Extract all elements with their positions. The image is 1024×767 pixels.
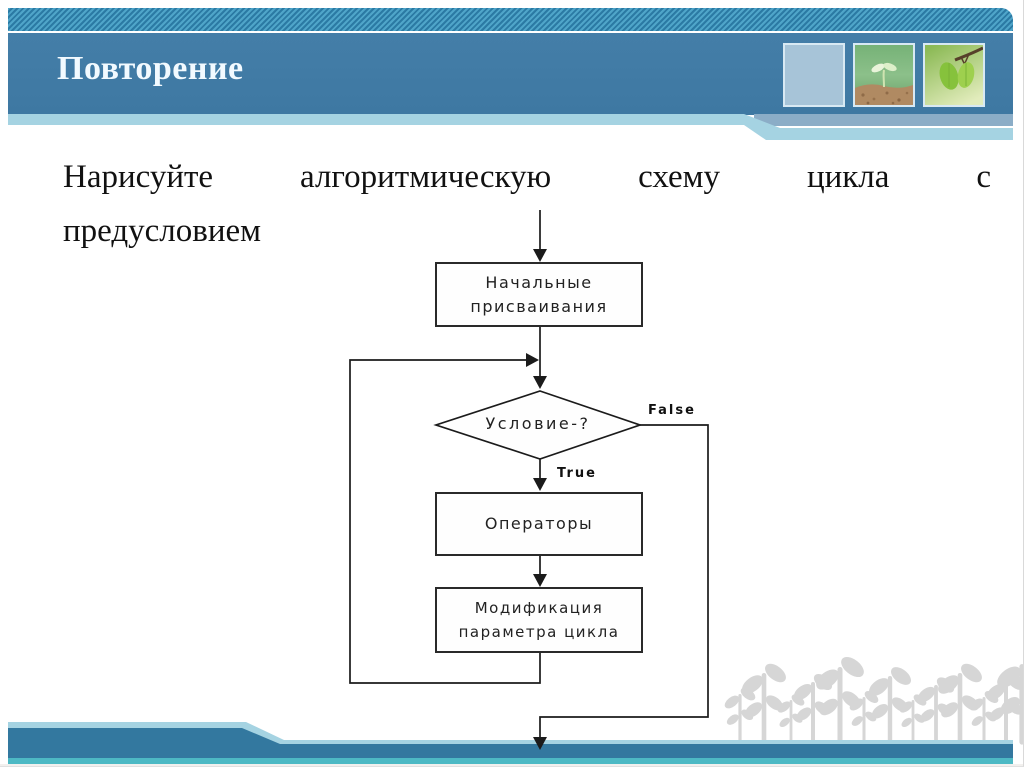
header-medium-stripe	[754, 114, 1013, 126]
flownode-initial-assignments-line2: присваивания	[470, 296, 608, 316]
task-text: Нарисуйте алгоритмическую схему цикла с …	[63, 150, 991, 258]
plants-decoration	[721, 650, 1023, 742]
footer-teal-stripe	[8, 758, 1013, 764]
header-title-band	[8, 33, 1013, 115]
flownode-operators: Операторы	[435, 492, 643, 556]
flownode-modify-parameter: Модификация параметра цикла	[435, 587, 643, 653]
flownode-condition-label: Условие-?	[485, 414, 591, 433]
flownode-modify-line1: Модификация	[474, 599, 604, 617]
leaves-photo-thumbnail	[923, 43, 985, 107]
footer-light-stripe	[8, 722, 1013, 764]
flownode-modify-line2: параметра цикла	[458, 623, 620, 641]
header-light-stripe	[8, 114, 1013, 140]
slide-title: Повторение	[57, 50, 244, 87]
plain-square-thumbnail	[783, 43, 845, 107]
branch-label-false: False	[648, 403, 696, 418]
flownode-initial-assignments-line1: Начальные	[485, 272, 593, 292]
branch-label-true: True	[557, 466, 597, 481]
task-text-line2: предусловием	[63, 213, 262, 249]
footer-blue-band	[8, 728, 1013, 758]
flownode-initial-assignments: Начальные присваивания	[435, 262, 643, 327]
leaves-image	[925, 45, 983, 105]
task-text-line1: Нарисуйте алгоритмическую схему цикла с	[63, 159, 991, 195]
seedling-photo-thumbnail	[853, 43, 915, 107]
seedling-image	[855, 45, 913, 105]
header-hatch-band	[8, 8, 1013, 33]
flownode-operators-label: Операторы	[484, 514, 594, 533]
